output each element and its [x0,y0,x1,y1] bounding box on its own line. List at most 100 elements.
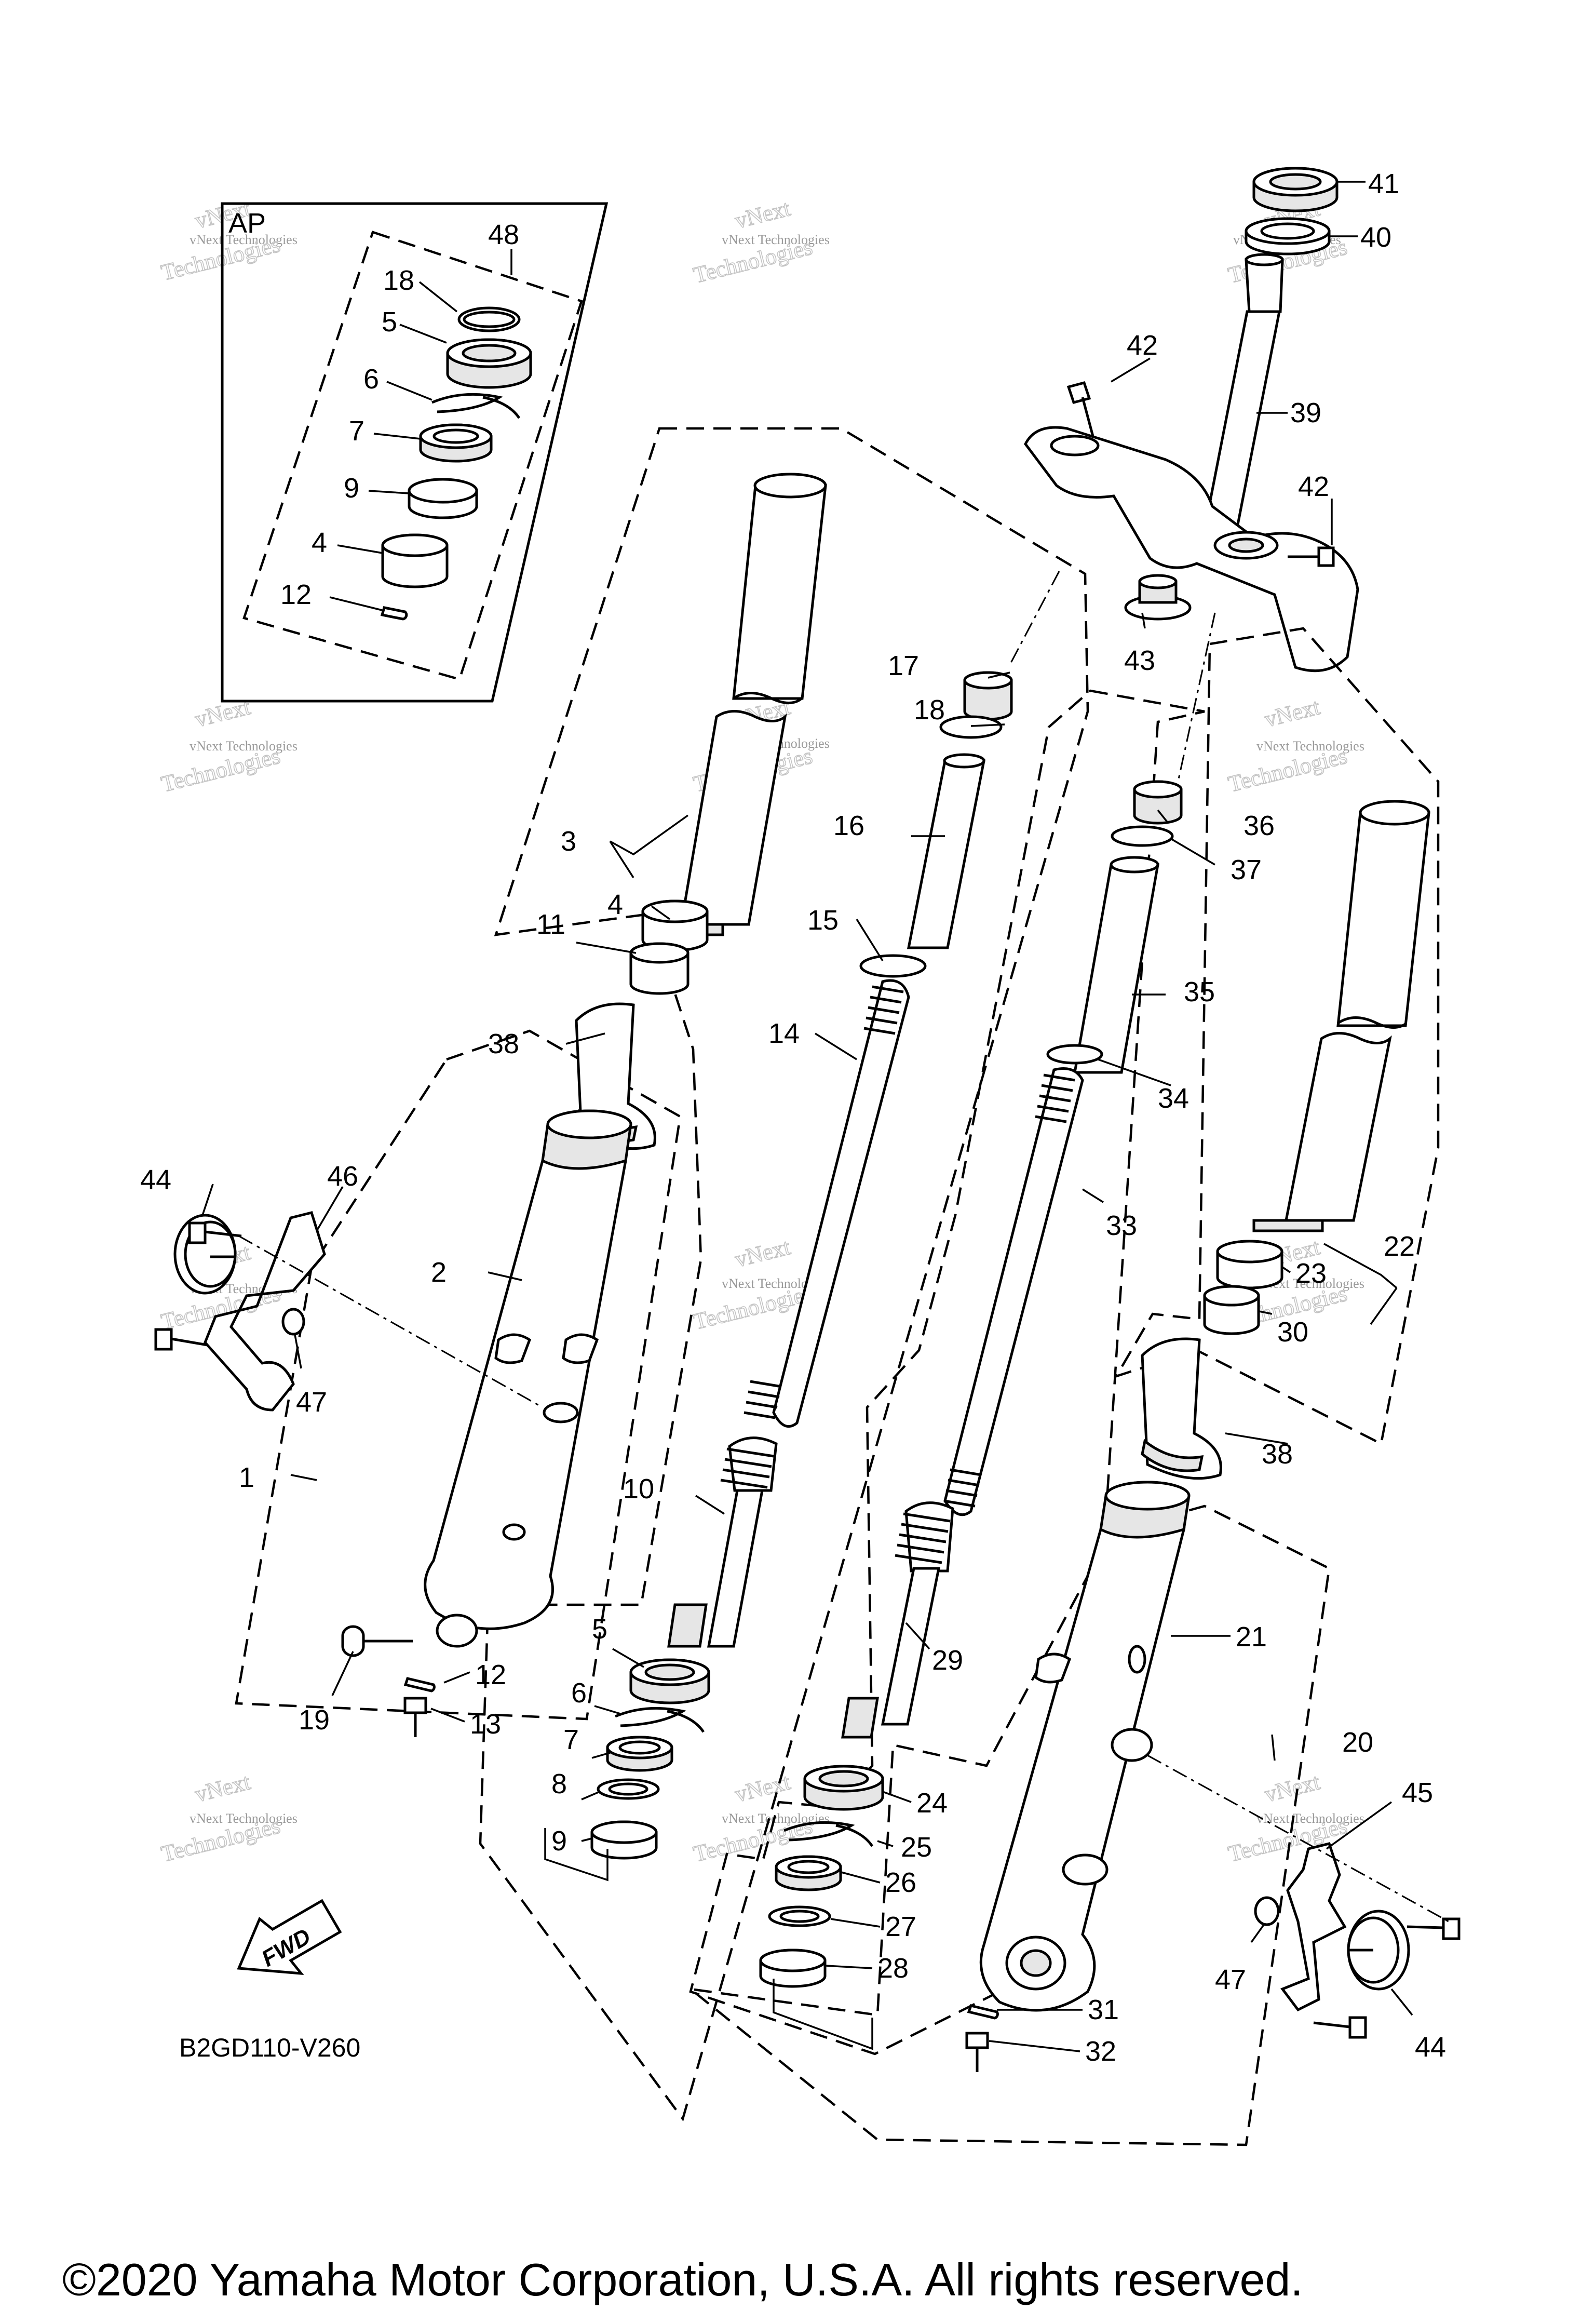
callout-26: 26 [885,1867,916,1898]
callout-21: 21 [1236,1621,1267,1653]
callout-6-left: 6 [571,1677,587,1709]
callout-38-right: 38 [1262,1439,1293,1470]
callout-34: 34 [1158,1083,1189,1114]
svg-text:vNext: vNext [733,1234,793,1272]
bushing-4-icon [381,533,449,588]
callout-7-left: 7 [563,1724,579,1755]
svg-text:vNext Technologies: vNext Technologies [1256,738,1364,754]
right-fork-inner-group-outline [689,689,1205,2056]
bolt-44-right-bottom-icon [1313,2016,1367,2039]
callout-45: 45 [1402,1777,1433,1808]
callout-9-left: 9 [551,1825,567,1857]
callout-41: 41 [1368,168,1399,199]
reflector-bracket-left [154,1211,543,1412]
washer-34-icon [1046,1044,1103,1065]
bushing-28-icon [759,1949,827,1988]
bolt-32-icon [965,2032,989,2072]
watermark-4: vNext vNext Technologies Technologies [158,693,298,797]
callout-3: 3 [561,826,576,857]
right-fork-tube-group-outline [1114,627,1440,1446]
callout-9: 9 [344,473,359,504]
bushing-30-icon [1203,1285,1260,1335]
left-bushing-11-icon [629,942,690,995]
svg-text:vNext: vNext [193,1769,253,1807]
callout-38-left: 38 [488,1028,519,1059]
washer-7-icon [419,423,493,463]
right-outer-tube-21-icon [979,1481,1191,2012]
washer-26-icon [775,1855,842,1891]
svg-text:vNext Technologies: vNext Technologies [722,232,830,247]
callout-16: 16 [833,810,864,841]
cap-bolt-36-icon [1133,780,1183,825]
callout-12: 12 [280,579,312,610]
copyright-text: ©2020 Yamaha Motor Corporation, U.S.A. A… [62,2254,1303,2305]
callout-20: 20 [1342,1727,1373,1758]
callout-46: 46 [327,1161,358,1192]
reflector-44-right-icon [1347,1910,1410,1991]
callout-8: 8 [551,1768,567,1799]
bushing-23-icon [1216,1240,1283,1289]
washer-8-icon [597,1778,660,1800]
svg-text:vNext: vNext [1262,694,1322,732]
callout-14: 14 [768,1018,800,1049]
callout-43: 43 [1124,645,1155,676]
cap-nut-43-icon [1124,574,1192,621]
callout-42-side: 42 [1298,471,1329,502]
callout-28: 28 [877,1953,909,1984]
callout-29: 29 [932,1645,963,1676]
watermark-group: vNext vNext Technologies Technologies vN… [158,195,1364,1867]
callout-40: 40 [1360,222,1391,253]
svg-text:vNext Technologies: vNext Technologies [190,738,298,754]
ap-box-frame [221,202,609,703]
svg-text:vNext Technologies: vNext Technologies [190,232,298,247]
callout-5: 5 [382,306,397,338]
washer-7-left-icon [606,1736,673,1772]
bolt-44-right-top-icon [1407,1917,1461,1940]
callout-30: 30 [1277,1317,1308,1348]
left-outer-tube-2-icon [424,1109,632,1648]
callout-33: 33 [1106,1210,1137,1241]
callout-36: 36 [1243,810,1275,841]
callout-23: 23 [1295,1258,1327,1289]
spacer-35-icon [1073,856,1159,1074]
reflector-bracket-right [1147,1754,1461,2039]
bolt-44-left-bottom-icon [154,1328,208,1351]
washer-15-icon [859,954,927,978]
watermark-6: vNext vNext Technologies Technologies [1225,693,1364,797]
oil-seal-5-left-icon [629,1658,710,1704]
bracket-45-icon [1280,1842,1347,2012]
damper-rod-10-icon [667,1436,778,1648]
kit-48-outline [242,231,583,681]
callout-44-left: 44 [140,1164,171,1195]
ap-label: AP [228,208,266,239]
callout-19: 19 [299,1704,330,1736]
left-inner-tube-3-icon [654,473,827,936]
callout-31: 31 [1088,1994,1119,2025]
oring-18-left-icon [939,715,1003,739]
gasket-12-left-icon [403,1677,436,1692]
circlip-6-icon [431,393,521,419]
ap-kit-box: AP [221,202,609,703]
callout-10: 10 [623,1473,654,1504]
oring-37-icon [1111,825,1174,847]
watermark-12: vNext vNext Technologies Technologies [1225,1768,1364,1867]
callout-15: 15 [807,905,839,936]
bolt-44-left-top-icon [188,1221,242,1244]
callout-35: 35 [1184,976,1215,1007]
spring-14-icon [744,979,910,1428]
svg-text:vNext Technologies: vNext Technologies [190,1811,298,1826]
leader-lines [201,571,1413,2052]
washer-47-right-icon [1254,1896,1280,1926]
callout-18-left: 18 [914,694,945,726]
race-40-icon [1245,217,1331,256]
callout-44-right: 44 [1415,2032,1446,2063]
callout-7: 7 [349,415,364,447]
fwd-arrow-icon: FWD [237,1899,342,1975]
oil-seal-5-icon [446,338,532,389]
callout-5-left: 5 [592,1614,607,1645]
callout-27: 27 [885,1911,916,1942]
callout-2: 2 [431,1257,447,1288]
steering-stem-39-icon [1204,253,1284,526]
callout-37: 37 [1231,854,1262,885]
